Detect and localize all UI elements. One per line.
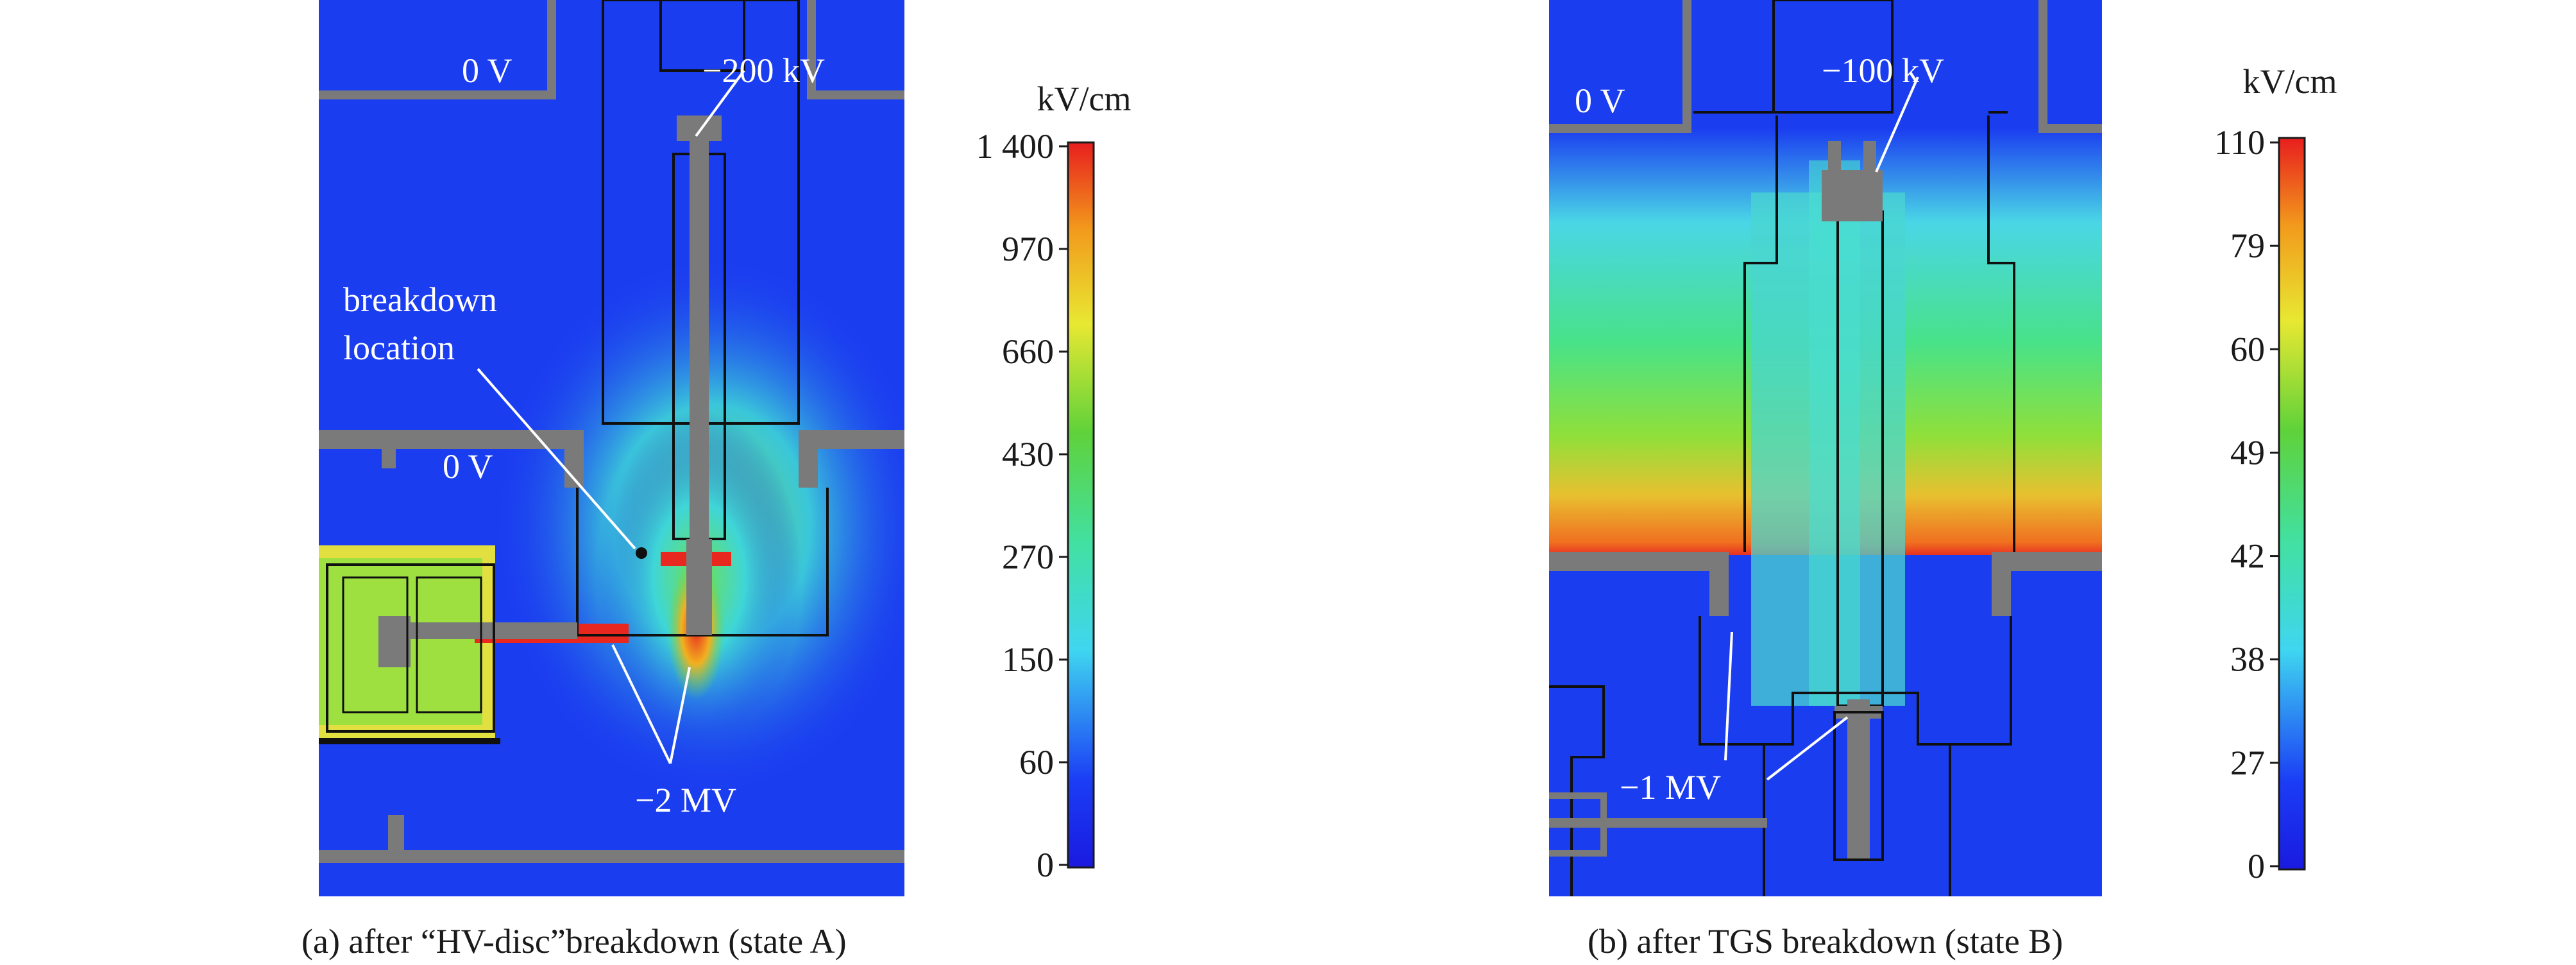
colorbar-b-ticks: 110 79 60 49 42 38 27 0 <box>2214 123 2279 885</box>
field-map-b <box>1549 0 2102 896</box>
label-a-top-voltage: −200 kV <box>702 51 825 90</box>
colorbar-a-scale <box>1067 141 1095 869</box>
colorbar-b-scale <box>2278 137 2306 871</box>
colorbar-b-tick-label: 60 <box>2230 330 2265 368</box>
colorbar-b-tick-label: 110 <box>2214 123 2265 162</box>
colorbar-b-tick-label: 0 <box>2248 847 2265 885</box>
caption-a: (a) after “HV-disc”breakdown (state A) <box>301 922 847 961</box>
colorbar-b-tick-label: 27 <box>2230 744 2265 782</box>
label-a-hv-voltage: −2 MV <box>635 781 736 819</box>
colorbar-a-ticks: 1 400 970 660 430 270 150 60 0 <box>976 127 1068 884</box>
colorbar-b-unit: kV/cm <box>2243 62 2337 101</box>
panel-a: 0 V −200 kV 0 V breakdown location −2 MV… <box>301 0 1131 961</box>
label-b-top-voltage: −100 kV <box>1822 51 1944 90</box>
colorbar-a-tick-label: 970 <box>1002 230 1054 268</box>
label-a-breakdown-line1: breakdown <box>343 280 497 319</box>
colorbar-a-tick-label: 0 <box>1037 846 1054 884</box>
label-a-breakdown-line2: location <box>343 329 455 367</box>
colorbar-a-tick-label: 60 <box>1019 743 1054 781</box>
colorbar-a-tick-label: 1 400 <box>976 127 1055 166</box>
caption-b: (b) after TGS breakdown (state B) <box>1588 922 2063 961</box>
colorbar-a-unit: kV/cm <box>1037 80 1131 118</box>
label-a-mid-ground: 0 V <box>443 447 493 486</box>
label-a-top-ground: 0 V <box>462 51 513 90</box>
panel-b: 0 V −100 kV −1 MV kV/cm 110 79 60 49 42 38 27 0… <box>1549 0 2337 961</box>
colorbar-a: kV/cm 1 400 970 660 430 270 150 60 0 <box>976 80 1131 884</box>
colorbar-b: kV/cm 110 79 60 49 42 38 27 0 <box>2214 62 2337 885</box>
colorbar-a-tick-label: 430 <box>1002 435 1054 474</box>
field-map-a <box>319 0 904 896</box>
colorbar-b-tick-label: 42 <box>2230 537 2265 576</box>
colorbar-b-tick-label: 38 <box>2230 640 2265 679</box>
colorbar-a-tick-label: 660 <box>1002 332 1054 371</box>
colorbar-b-tick-label: 49 <box>2230 433 2265 472</box>
label-b-hv-voltage: −1 MV <box>1620 768 1721 807</box>
label-b-top-ground: 0 V <box>1575 81 1625 120</box>
colorbar-a-tick-label: 150 <box>1002 640 1054 679</box>
colorbar-b-tick-label: 79 <box>2230 226 2265 265</box>
colorbar-a-tick-label: 270 <box>1002 538 1054 576</box>
